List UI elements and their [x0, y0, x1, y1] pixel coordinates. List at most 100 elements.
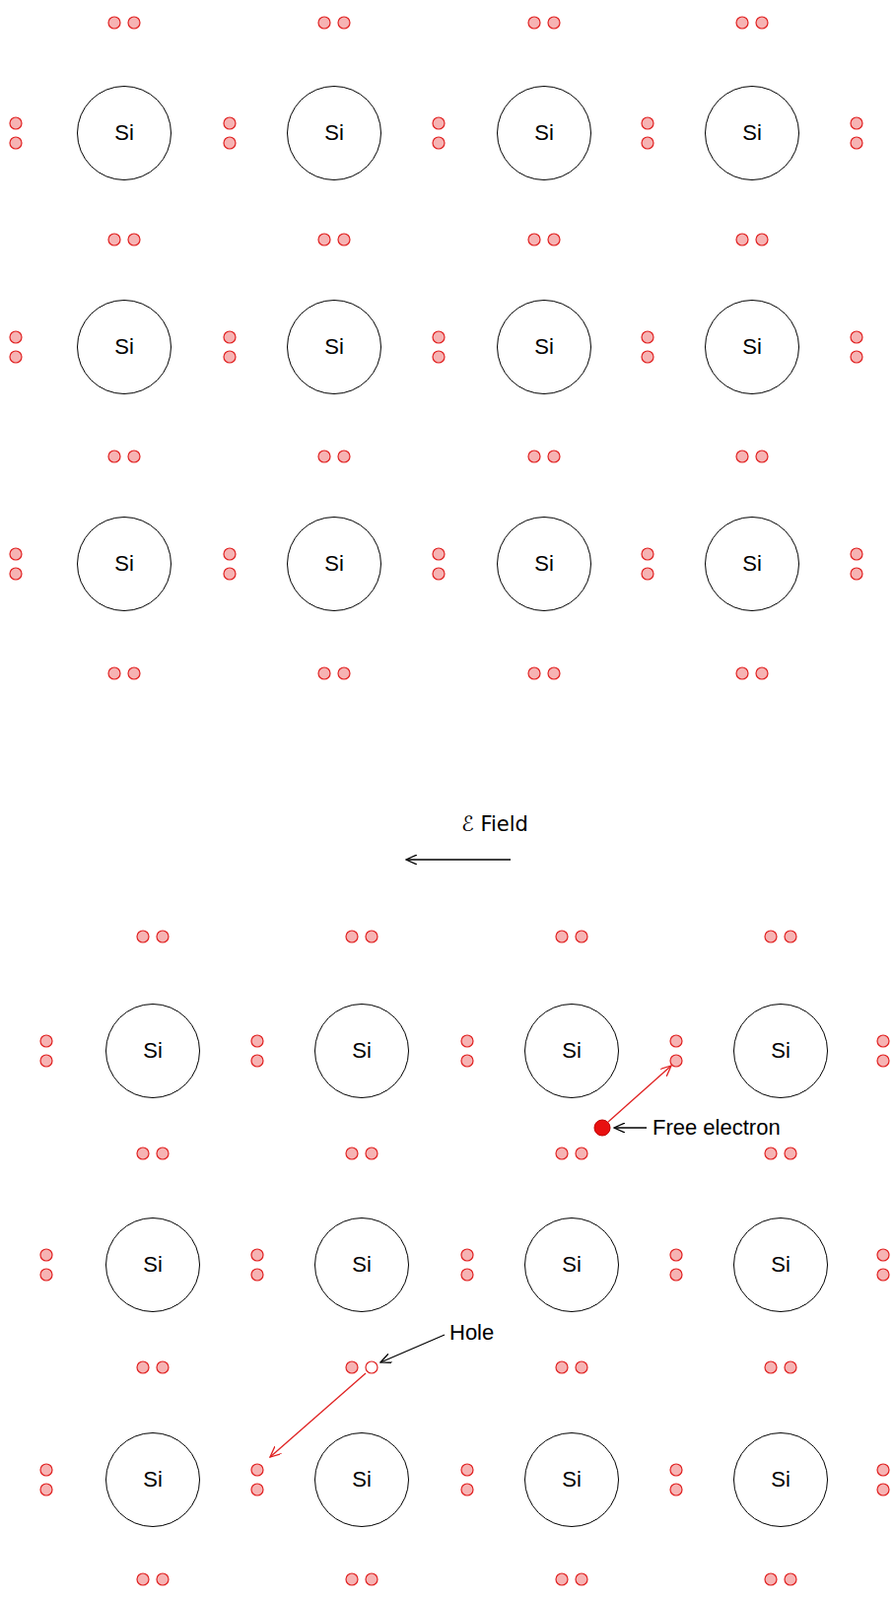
electron-dot — [40, 1268, 53, 1281]
electron-dot — [156, 1147, 169, 1160]
atom-circle: Si — [105, 1003, 201, 1099]
electron-dot — [575, 1361, 588, 1374]
atom-circle: Si — [496, 299, 592, 395]
electron-dot — [877, 1248, 890, 1261]
atom-label: Si — [561, 1037, 582, 1064]
atom-circle: Si — [314, 1432, 410, 1527]
atom-label: Si — [114, 120, 135, 146]
electron-dot — [156, 1573, 169, 1585]
electron-dot — [575, 930, 588, 943]
electron-dot — [40, 1054, 53, 1067]
electron-dot — [432, 117, 445, 130]
electron-dot — [432, 350, 445, 363]
electron-dot — [338, 233, 350, 246]
electron-dot — [318, 233, 331, 246]
electron-dot — [108, 16, 121, 29]
atom-label: Si — [534, 120, 554, 146]
electron-dot — [223, 350, 236, 363]
electron-dot — [756, 16, 768, 29]
electron-dot — [156, 930, 169, 943]
electron-dot — [850, 567, 863, 580]
electron-dot — [548, 667, 560, 680]
electron-dot — [365, 930, 378, 943]
electron-dot — [9, 137, 22, 149]
electron-dot — [345, 1147, 358, 1160]
electron-dot — [461, 1054, 474, 1067]
electron-dot — [850, 331, 863, 344]
electron-dot — [756, 450, 768, 463]
electron-dot — [318, 667, 331, 680]
electron-dot — [641, 350, 654, 363]
electron-dot — [528, 450, 541, 463]
electron-dot — [318, 16, 331, 29]
electron-dot — [641, 567, 654, 580]
electron-dot — [736, 16, 749, 29]
electron-dot — [345, 1573, 358, 1585]
atom-circle: Si — [105, 1217, 201, 1312]
electron-dot — [877, 1268, 890, 1281]
electron-dot — [461, 1248, 474, 1261]
electron-dot — [784, 930, 797, 943]
atom-circle: Si — [524, 1217, 619, 1312]
electron-dot — [850, 350, 863, 363]
electron-dot — [251, 1483, 264, 1496]
field-arrow — [406, 858, 511, 860]
hole-label: Hole — [449, 1321, 494, 1344]
electron-dot — [784, 1573, 797, 1585]
electron-dot — [764, 1361, 777, 1374]
electron-dot — [548, 450, 560, 463]
atom-label: Si — [324, 550, 344, 577]
atom-label: Si — [561, 1466, 582, 1493]
atom-label: Si — [351, 1466, 372, 1493]
electron-dot — [108, 233, 121, 246]
atom-circle: Si — [314, 1217, 410, 1312]
atom-circle: Si — [314, 1003, 410, 1099]
electron-dot — [9, 350, 22, 363]
free-electron-dot — [594, 1119, 611, 1136]
electron-dot — [432, 137, 445, 149]
electron-dot — [555, 930, 568, 943]
electron-dot — [128, 16, 140, 29]
atom-circle: Si — [524, 1003, 619, 1099]
electron-dot — [128, 667, 140, 680]
electron-dot — [555, 1573, 568, 1585]
electron-dot — [432, 548, 445, 560]
electron-dot — [764, 930, 777, 943]
atom-circle: Si — [704, 299, 800, 395]
electron-dot — [365, 1147, 378, 1160]
atom-circle: Si — [704, 516, 800, 612]
electron-dot — [670, 1268, 683, 1281]
electron-dot — [137, 1147, 149, 1160]
atom-circle: Si — [286, 516, 382, 612]
electron-dot — [223, 567, 236, 580]
electron-dot — [338, 450, 350, 463]
electron-dot — [555, 1147, 568, 1160]
electron-dot — [641, 331, 654, 344]
electron-dot — [223, 548, 236, 560]
electron-dot — [251, 1248, 264, 1261]
electron-dot — [850, 137, 863, 149]
free-electron-label: Free electron — [652, 1116, 781, 1139]
electron-dot — [548, 16, 560, 29]
electron-dot — [137, 1361, 149, 1374]
atom-label: Si — [351, 1251, 372, 1278]
electron-dot — [251, 1268, 264, 1281]
electron-dot — [223, 117, 236, 130]
atom-label: Si — [351, 1037, 372, 1064]
electron-dot — [432, 331, 445, 344]
electron-dot — [756, 667, 768, 680]
atom-label: Si — [742, 120, 762, 146]
electron-dot — [641, 137, 654, 149]
electron-dot — [555, 1361, 568, 1374]
electron-dot — [670, 1483, 683, 1496]
electron-dot — [575, 1147, 588, 1160]
atom-label: Si — [534, 334, 554, 360]
electron-dot — [9, 117, 22, 130]
atom-circle: Si — [76, 85, 172, 181]
electron-dot — [641, 548, 654, 560]
electron-dot — [461, 1463, 474, 1476]
electron-dot — [9, 548, 22, 560]
electron-dot — [528, 667, 541, 680]
electron-dot — [251, 1463, 264, 1476]
electron-dot — [128, 450, 140, 463]
